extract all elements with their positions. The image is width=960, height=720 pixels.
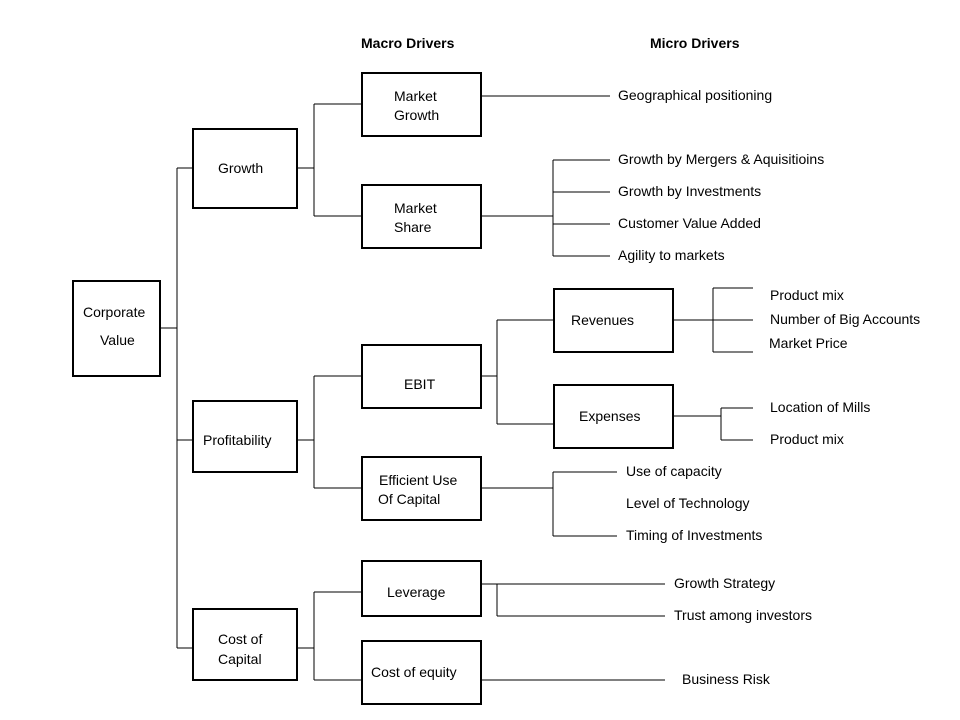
micro-number-of-big-accounts: Number of Big Accounts [770,311,921,327]
market-share-label-line2: Share [394,219,432,235]
micro-use-of-capacity: Use of capacity [626,463,722,479]
market-growth-box: Market Growth [361,72,482,137]
micro-drivers-header: Micro Drivers [650,35,740,51]
connector-revenues [673,287,753,353]
cost-of-capital-box: Cost of Capital [192,608,298,681]
cost-of-equity-label: Cost of equity [371,664,457,680]
market-share-label-line1: Market [394,200,437,216]
connector-efficient-use [481,471,617,537]
ebit-box: EBIT [361,344,482,409]
profitability-box: Profitability [192,400,298,473]
micro-geographical-positioning: Geographical positioning [618,87,773,103]
growth-label: Growth [218,160,264,176]
revenues-box: Revenues [553,288,674,353]
ebit-label: EBIT [404,376,436,392]
market-growth-label-line2: Growth [394,107,440,123]
micro-trust-among-investors: Trust among investors [674,607,812,623]
connector-corporate-to-level1 [160,167,192,649]
expenses-box: Expenses [553,384,674,449]
cost-of-equity-box: Cost of equity [361,640,482,705]
cost-of-capital-label-line2: Capital [218,651,262,667]
micro-location-of-mills: Location of Mills [770,399,871,415]
expenses-label: Expenses [579,408,641,424]
micro-agility-to-markets: Agility to markets [618,247,725,263]
profitability-label: Profitability [203,432,272,448]
corporate-value-box: Corporate Value [72,280,161,377]
micro-growth-by-investments: Growth by Investments [618,183,762,199]
connector-profitability [297,375,361,489]
efficient-use-box: Efficient Use Of Capital [361,456,482,521]
efficient-use-label-line2: Of Capital [378,491,441,507]
cost-of-capital-label-line1: Cost of [218,631,263,647]
connector-growth [297,103,361,217]
growth-box: Growth [192,128,298,209]
connector-market-share [481,159,610,257]
corporate-value-label-line2: Value [100,332,135,348]
efficient-use-label-line1: Efficient Use [379,472,458,488]
macro-drivers-header: Macro Drivers [361,35,455,51]
micro-growth-strategy: Growth Strategy [674,575,776,591]
micro-timing-of-investments: Timing of Investments [626,527,763,543]
micro-market-price: Market Price [769,335,848,351]
connector-cost-of-capital [297,591,361,681]
micro-level-of-technology: Level of Technology [626,495,750,511]
connector-ebit [481,319,553,425]
market-share-box: Market Share [361,184,482,249]
micro-customer-value-added: Customer Value Added [618,215,761,231]
micro-expenses-product-mix: Product mix [770,431,844,447]
corporate-value-label-line1: Corporate [83,304,146,320]
micro-growth-by-mergers: Growth by Mergers & Aquisitioins [618,151,825,167]
market-growth-label-line1: Market [394,88,437,104]
leverage-box: Leverage [361,560,482,617]
revenues-label: Revenues [571,312,635,328]
connector-leverage [481,583,665,617]
micro-revenues-product-mix: Product mix [770,287,844,303]
leverage-label: Leverage [387,584,446,600]
connector-expenses [673,407,753,441]
micro-business-risk: Business Risk [682,671,770,687]
